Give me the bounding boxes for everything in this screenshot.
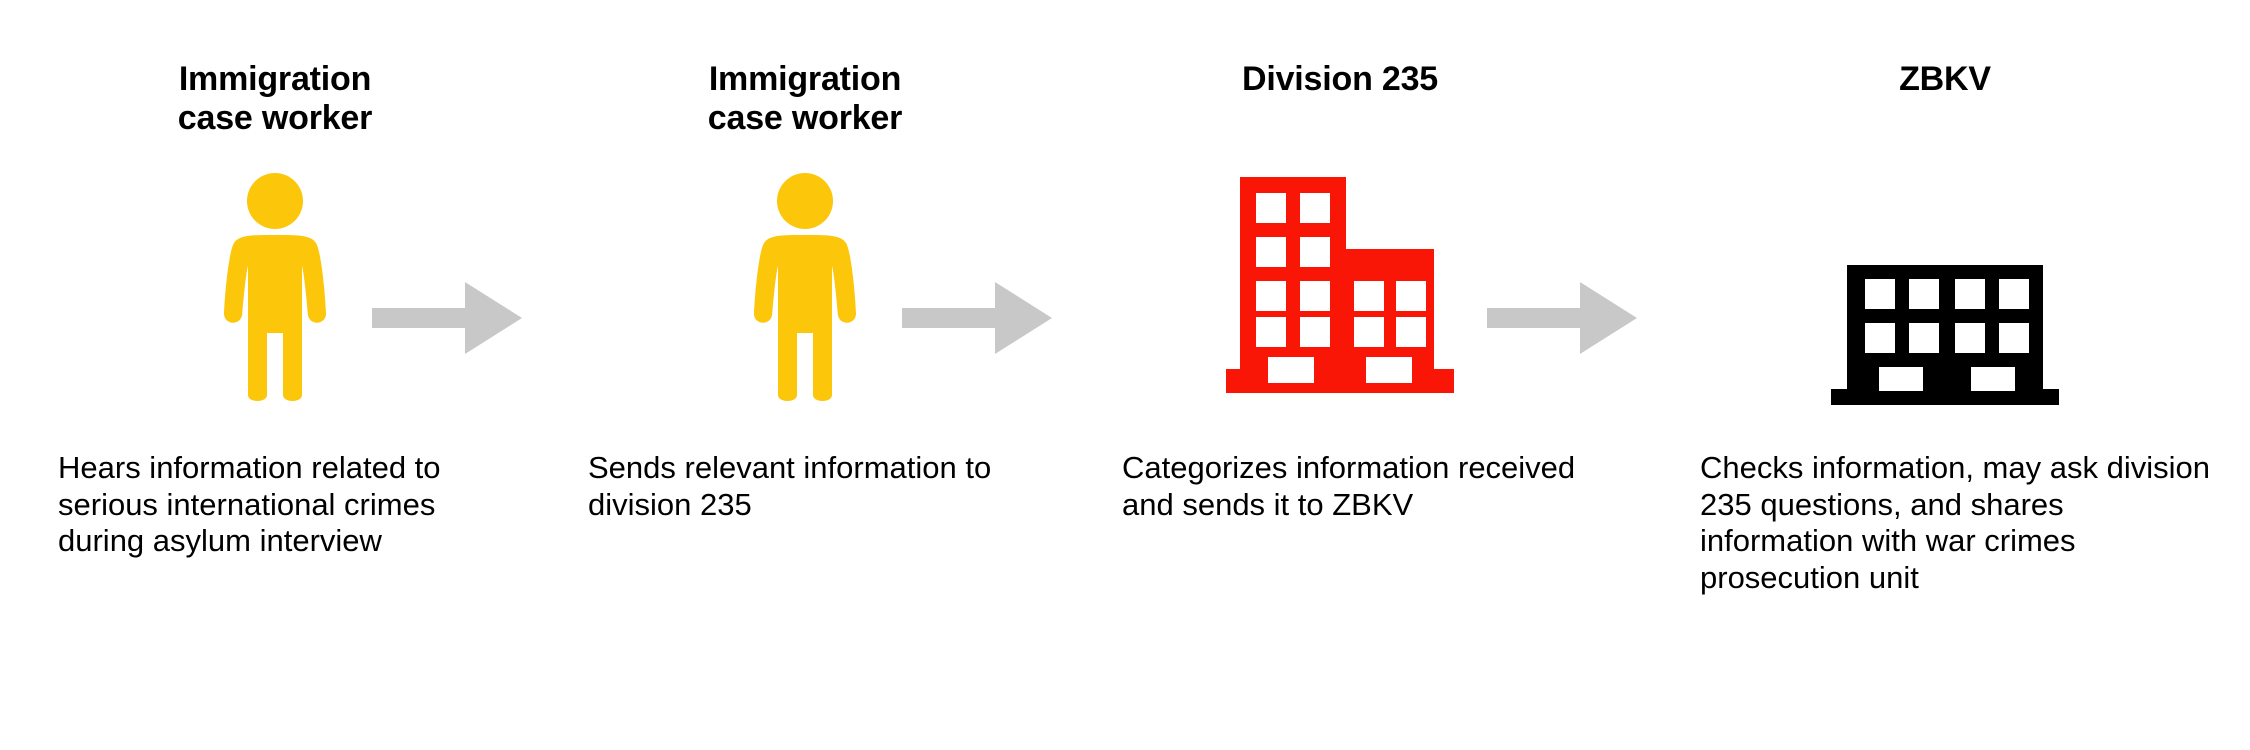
flow-step-2: Immigration case worker Sends relevant i… (570, 0, 1040, 750)
flow-step-3: Division 235 (1100, 0, 1580, 750)
right-arrow-icon (372, 282, 522, 354)
step-1-icon-stage (40, 170, 510, 405)
step-3-title: Division 235 (1241, 60, 1439, 98)
step-1-description: Hears information related to serious int… (58, 450, 441, 559)
connector-arrow-1 (372, 282, 522, 354)
flow-step-1: Immigration case worker Hears informatio… (40, 0, 510, 750)
office-building-icon (1831, 265, 2059, 405)
step-4-icon-stage (1680, 170, 2210, 405)
connector-arrow-2 (902, 282, 1052, 354)
right-arrow-icon (1487, 282, 1637, 354)
person-icon (212, 173, 338, 405)
person-icon (742, 173, 868, 405)
office-building-icon (1226, 177, 1454, 405)
step-1-title: Immigration case worker (177, 60, 373, 137)
connector-arrow-3 (1487, 282, 1637, 354)
step-4-title: ZBKV (1899, 60, 1991, 98)
right-arrow-icon (902, 282, 1052, 354)
step-2-description: Sends relevant information to division 2… (588, 450, 992, 522)
step-2-title: Immigration case worker (707, 60, 903, 137)
step-3-icon-stage (1100, 170, 1580, 405)
step-3-description: Categorizes information received and sen… (1122, 450, 1576, 522)
step-4-description: Checks information, may ask division 235… (1700, 450, 2210, 595)
flow-step-4: ZBKV (1680, 0, 2210, 750)
step-2-icon-stage (570, 170, 1040, 405)
